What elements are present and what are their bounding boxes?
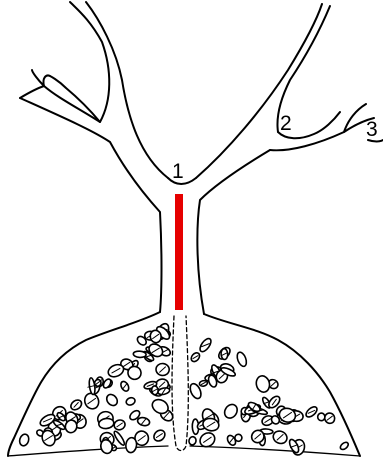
- central-right-branch: [196, 4, 322, 178]
- label-2: 2: [280, 112, 292, 135]
- root-cell: [318, 413, 325, 421]
- root-cell: [188, 436, 197, 446]
- root-cells: [18, 322, 349, 456]
- root-cell: [235, 351, 248, 368]
- highlight-bar: [175, 194, 183, 310]
- trunk-right-branch-edge: [197, 150, 270, 314]
- root-cell: [18, 433, 30, 447]
- trunk-left-edge: [20, 98, 162, 312]
- right-twig-3: [344, 104, 366, 132]
- root-cell: [339, 441, 350, 451]
- root-cell: [255, 375, 271, 394]
- taproot-dashed: [172, 316, 188, 451]
- left-twig: [20, 70, 50, 98]
- tree-outline: [20, 2, 383, 314]
- root-cell: [222, 402, 240, 420]
- central-left-branch: [86, 2, 168, 178]
- root-cell: [133, 351, 146, 358]
- left-branch-inner-edge: [44, 2, 109, 122]
- root-mass: [8, 312, 360, 456]
- root-cell: [105, 392, 120, 407]
- root-cell: [125, 437, 137, 453]
- root-mass-baseline: [8, 446, 360, 456]
- label-1: 1: [172, 160, 184, 183]
- root-cell: [125, 396, 136, 406]
- root-cell: [113, 430, 126, 446]
- label-3: 3: [366, 118, 378, 141]
